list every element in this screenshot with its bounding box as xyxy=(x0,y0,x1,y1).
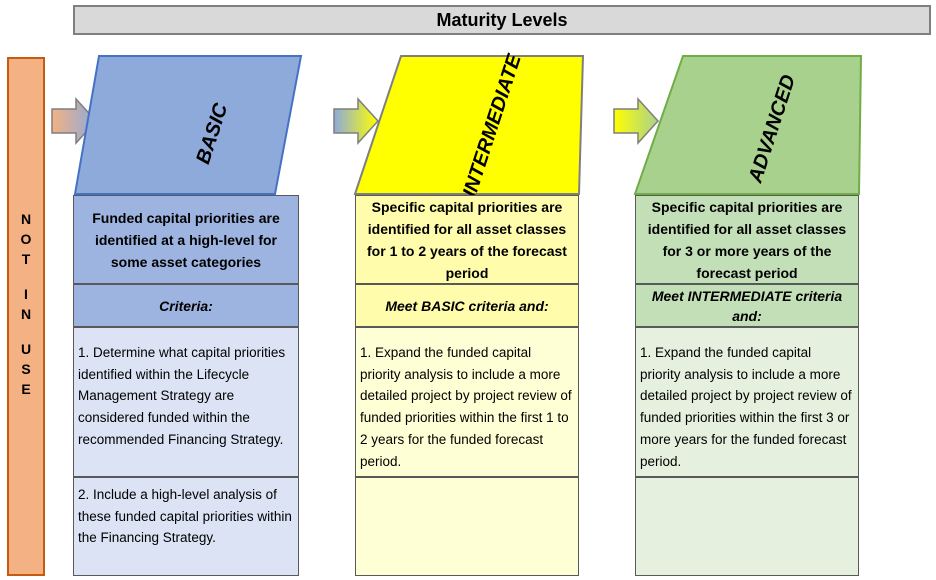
side-label-letter: S xyxy=(21,361,31,377)
side-label-letter: O xyxy=(20,231,32,247)
intermediate-empty-cell xyxy=(355,477,579,576)
advanced-description: Specific capital priorities are identifi… xyxy=(635,195,859,284)
advanced-criteria-label: Meet INTERMEDIATE criteria and: xyxy=(635,284,859,327)
basic-header-shape xyxy=(73,55,303,195)
side-label-letter: E xyxy=(21,381,31,397)
not-in-use-bar: N O T I N U S E xyxy=(7,57,45,576)
basic-level-header: BASIC xyxy=(73,55,303,195)
advanced-header-shape xyxy=(633,55,863,195)
side-label-letter: I xyxy=(24,286,28,302)
maturity-levels-title: Maturity Levels xyxy=(73,5,931,35)
intermediate-description: Specific capital priorities are identifi… xyxy=(355,195,579,284)
basic-item-1: 1. Determine what capital priorities ide… xyxy=(73,327,299,477)
advanced-level-header: ADVANCED xyxy=(633,55,863,195)
side-label-letter: T xyxy=(21,251,31,267)
side-label-letter: N xyxy=(20,306,32,322)
basic-criteria-label: Criteria: xyxy=(73,284,299,327)
intermediate-item-1: 1. Expand the funded capital priority an… xyxy=(355,327,579,477)
intermediate-level-header: INTERMEDIATE xyxy=(353,51,585,200)
advanced-empty-cell xyxy=(635,477,859,576)
arrow-right-icon xyxy=(333,97,380,145)
arrow-right-icon xyxy=(613,97,660,145)
side-label-letter: N xyxy=(20,211,32,227)
side-label-letter: U xyxy=(20,341,32,357)
intermediate-criteria-label: Meet BASIC criteria and: xyxy=(355,284,579,327)
advanced-item-1: 1. Expand the funded capital priority an… xyxy=(635,327,859,477)
basic-description: Funded capital priorities are identified… xyxy=(73,195,299,284)
intermediate-header-shape xyxy=(353,55,585,195)
basic-item-2: 2. Include a high-level analysis of thes… xyxy=(73,477,299,576)
